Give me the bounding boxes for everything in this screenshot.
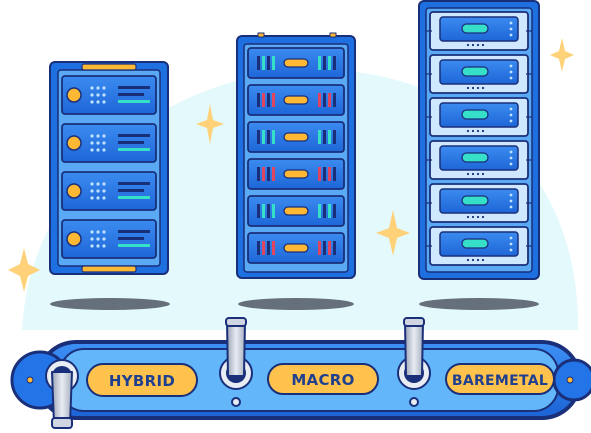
power-button-icon bbox=[66, 87, 82, 103]
sparkle-icon bbox=[376, 210, 410, 256]
server-unit bbox=[426, 183, 532, 223]
hybrid-server bbox=[49, 61, 169, 275]
server-unit bbox=[426, 226, 532, 266]
macro-server bbox=[236, 32, 356, 279]
server-unit bbox=[426, 97, 532, 137]
hybrid-toggle-switch[interactable] bbox=[45, 359, 79, 429]
bolt-icon bbox=[566, 376, 574, 384]
macro-toggle-switch[interactable] bbox=[219, 317, 253, 407]
sparkle-icon bbox=[8, 248, 40, 292]
server-unit bbox=[247, 232, 345, 264]
server-unit bbox=[61, 171, 157, 211]
sparkle-decorations bbox=[8, 38, 574, 292]
server-unit bbox=[61, 75, 157, 115]
macro-label: MACRO bbox=[267, 363, 379, 395]
power-button-icon bbox=[66, 231, 82, 247]
sparkle-icon bbox=[196, 104, 224, 144]
server-unit bbox=[61, 219, 157, 259]
baremetal-label: BAREMETAL bbox=[445, 363, 555, 395]
macro-label-text: MACRO bbox=[291, 371, 354, 389]
hybrid-label: HYBRID bbox=[86, 363, 198, 397]
server-unit bbox=[426, 140, 532, 180]
server-shadows bbox=[50, 298, 539, 310]
server-unit bbox=[426, 11, 532, 51]
sparkle-icon bbox=[550, 38, 574, 72]
power-button-icon bbox=[66, 183, 82, 199]
server-unit bbox=[247, 47, 345, 79]
baremetal-server bbox=[418, 0, 540, 280]
bolt-icon bbox=[26, 376, 34, 384]
server-unit bbox=[247, 121, 345, 153]
baremetal-toggle-switch[interactable] bbox=[397, 317, 431, 407]
baremetal-label-text: BAREMETAL bbox=[452, 373, 548, 389]
server-unit bbox=[247, 195, 345, 227]
server-unit bbox=[426, 54, 532, 94]
power-button-icon bbox=[66, 135, 82, 151]
server-unit bbox=[247, 158, 345, 190]
server-unit bbox=[61, 123, 157, 163]
server-unit bbox=[247, 84, 345, 116]
hybrid-label-text: HYBRID bbox=[109, 372, 175, 390]
